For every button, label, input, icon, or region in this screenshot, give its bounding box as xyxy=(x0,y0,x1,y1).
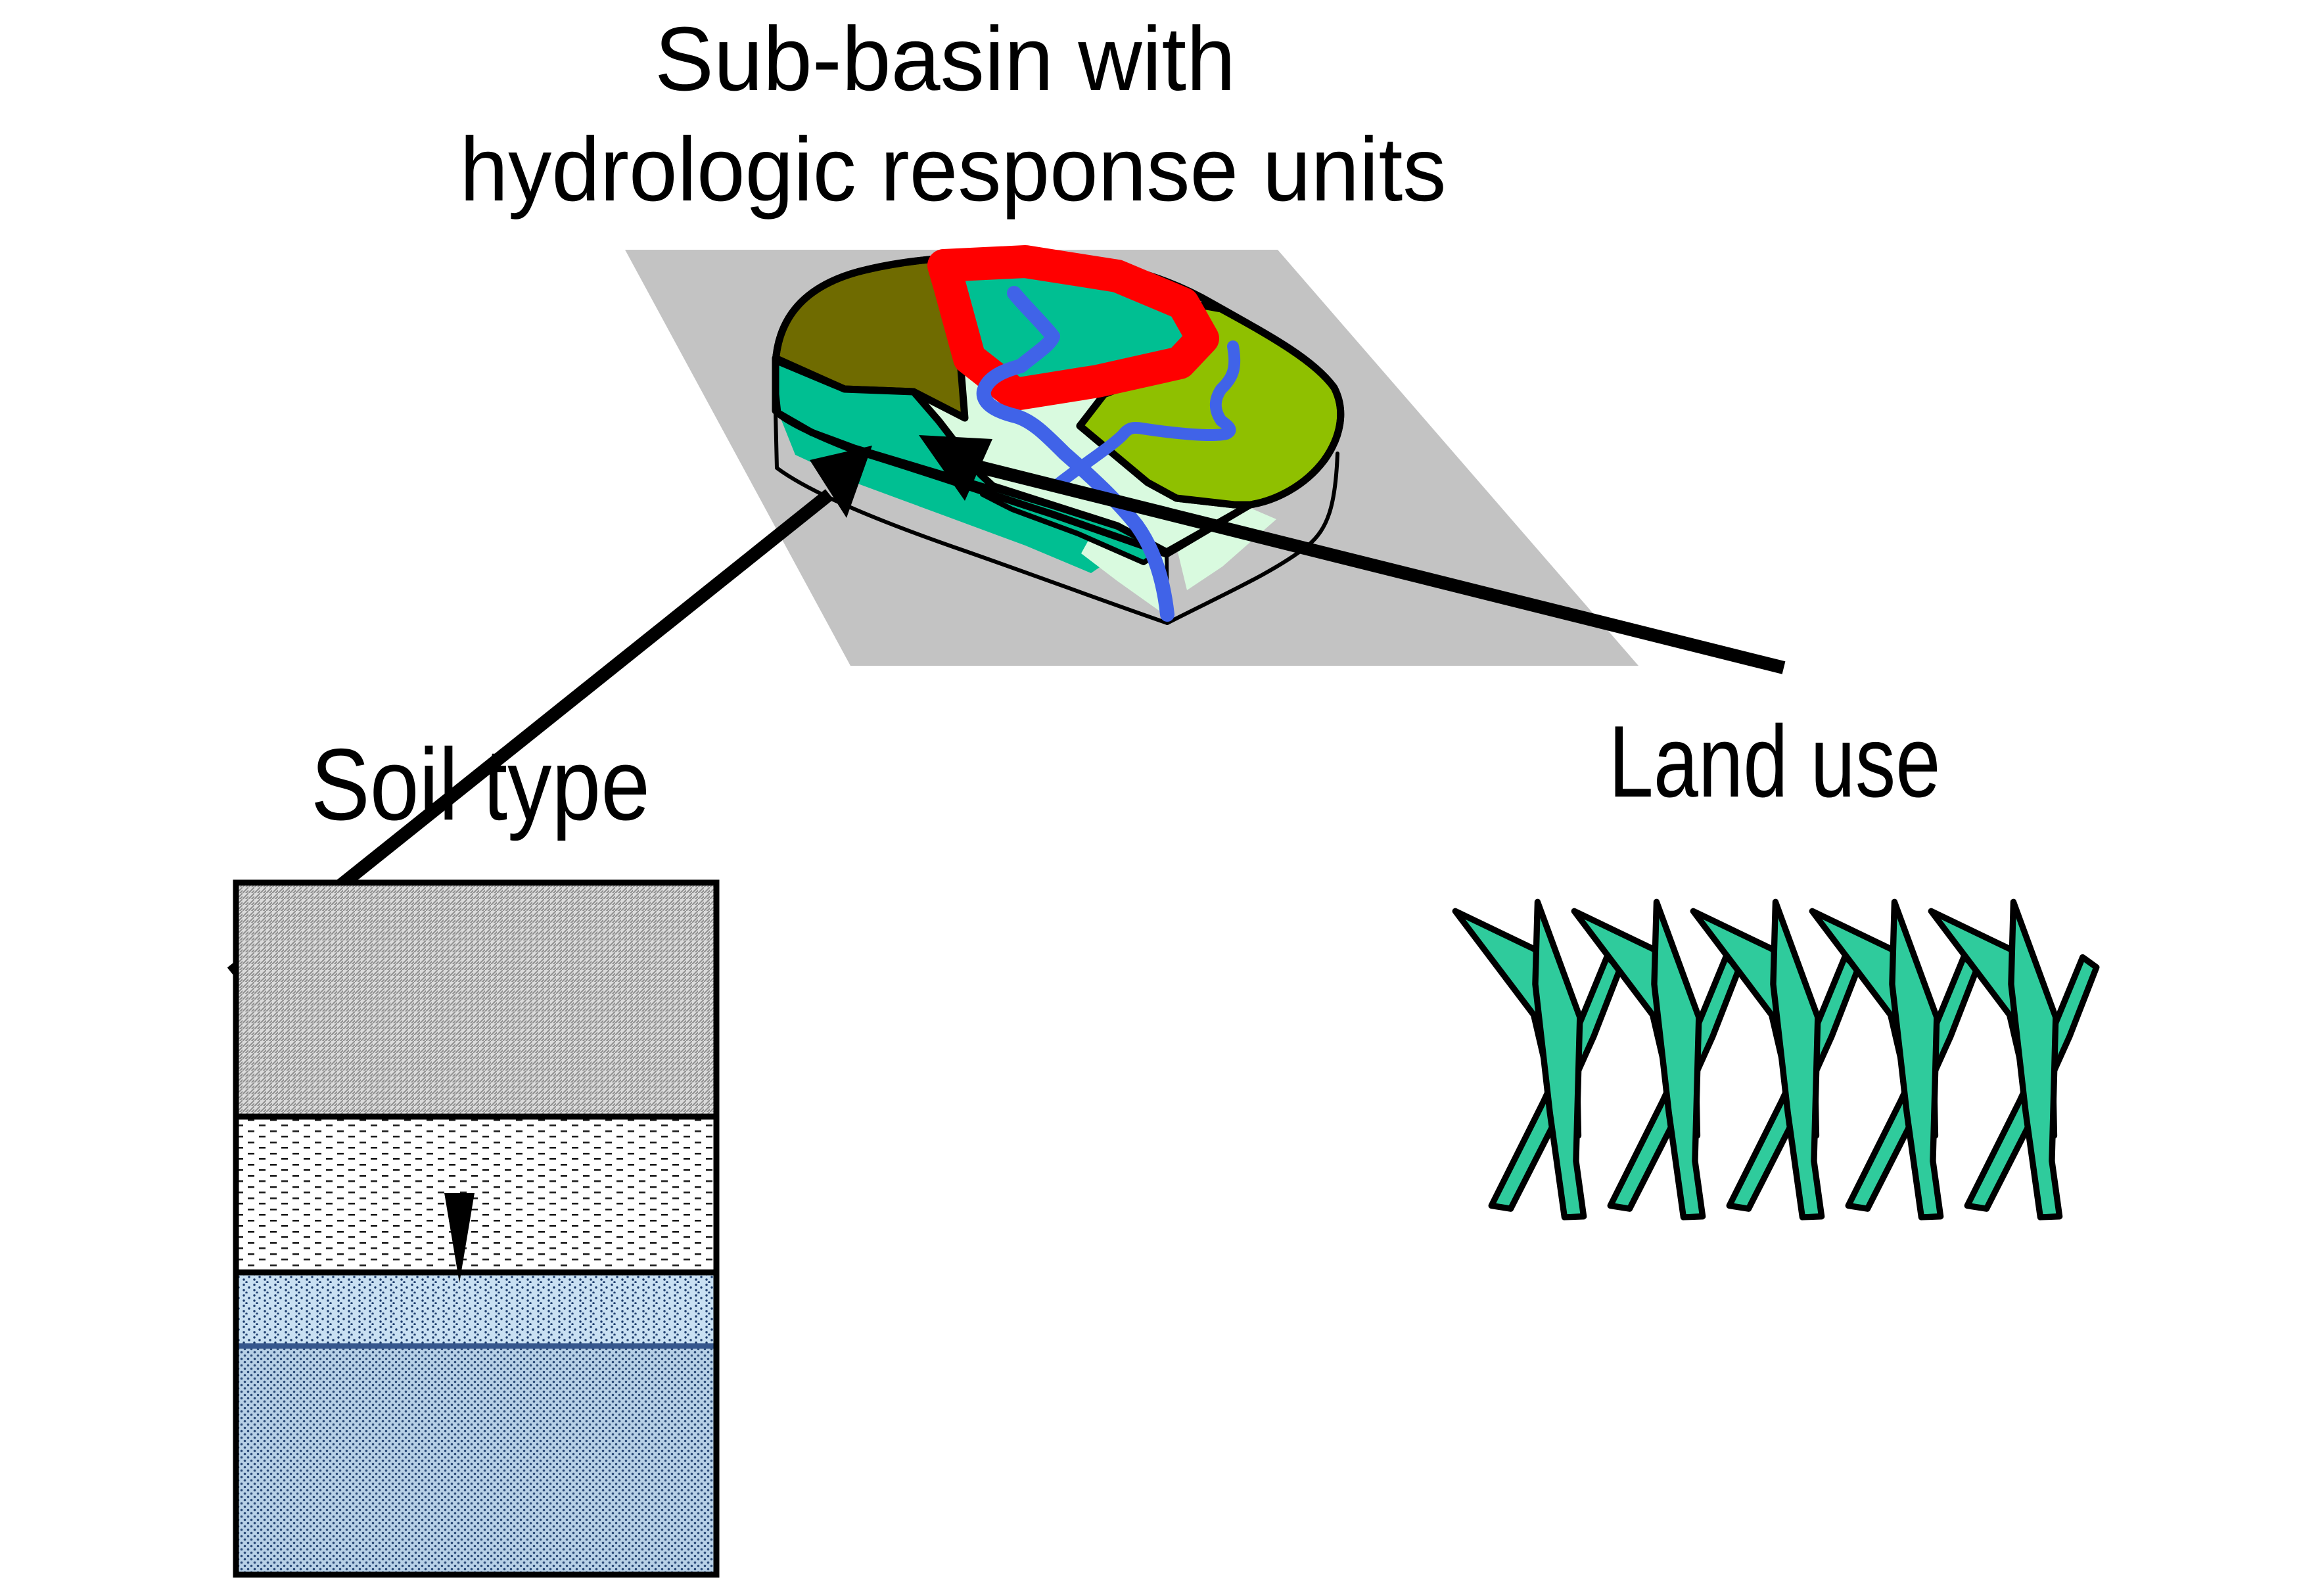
land-use-arrow-shaft xyxy=(950,453,1786,674)
diagram-title: Sub-basin with hydrologic response units xyxy=(460,9,1447,220)
soil-layer-2-subsoil xyxy=(236,1117,716,1272)
land-use-arrow-head xyxy=(919,435,992,501)
title-line-1: Sub-basin with xyxy=(655,9,1236,110)
grass-tuft-4 xyxy=(1812,902,1978,1217)
land-use-label: Land use xyxy=(1609,705,1941,818)
soil-column-border xyxy=(233,879,720,1578)
land-use-section: Land use xyxy=(1455,705,2097,1217)
front-face-mint-wedge-right xyxy=(1178,507,1276,590)
soil-type-section: Soil type xyxy=(233,728,720,1578)
hru-highlight-outline xyxy=(927,245,1219,411)
grass-tuft-5 xyxy=(1931,902,2097,1217)
title-line-2: hydrologic response units xyxy=(460,119,1447,220)
river-main-stem xyxy=(976,286,1174,622)
grass-tuft-3 xyxy=(1693,902,1859,1217)
slab-underside-left-edge xyxy=(774,411,1169,625)
land-use-arrow xyxy=(919,435,1786,674)
grass-tuft-2 xyxy=(1574,902,1740,1217)
soil-layer-1-topsoil xyxy=(236,883,716,1117)
sub-basin-illustration xyxy=(625,245,1638,666)
soil-arrow-head xyxy=(810,446,872,518)
grass-tufts xyxy=(1455,902,2097,1217)
river-tributary xyxy=(1051,340,1241,491)
basin-outline xyxy=(772,252,1345,558)
soil-layer-4-deep-aquifer xyxy=(236,1346,716,1575)
grass-tuft-1 xyxy=(1455,902,1621,1217)
percolation-wedge-icon xyxy=(444,1193,475,1283)
soil-type-label: Soil type xyxy=(311,728,650,841)
soil-layer-3-shallow-aquifer xyxy=(236,1272,716,1346)
soil-column xyxy=(233,879,720,1578)
